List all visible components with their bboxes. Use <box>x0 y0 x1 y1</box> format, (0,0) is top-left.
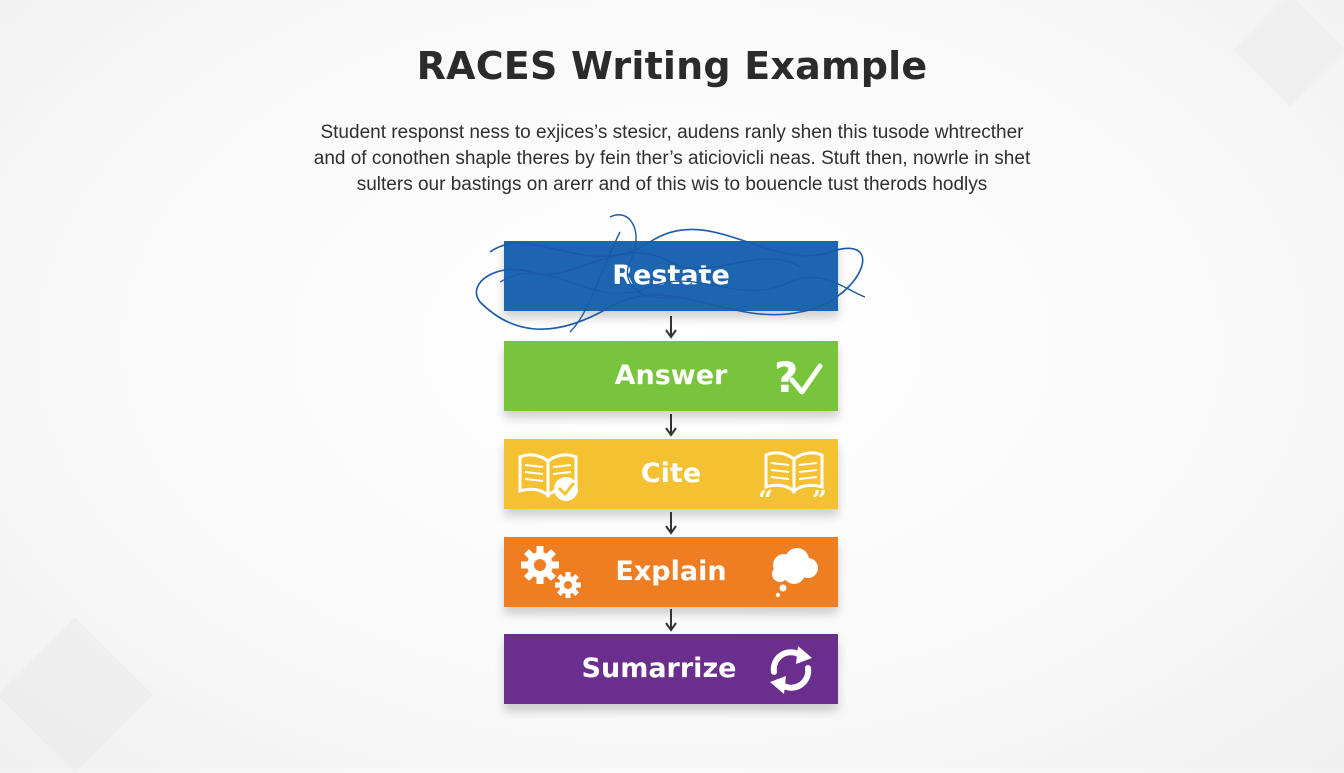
step-cite-label: Cite <box>640 458 702 489</box>
arrow-down-3 <box>665 512 677 535</box>
arrow-down-2 <box>665 414 677 437</box>
step-summarize-label: Sumarrize <box>581 653 737 684</box>
open-book-quote-icon: “ ” <box>758 451 827 505</box>
step-answer: Answer ? <box>504 341 838 411</box>
arrow-down-1 <box>665 316 677 339</box>
refresh-arrows-icon <box>770 646 812 694</box>
background-diamond-bottom-left <box>0 617 153 773</box>
subtitle-line-1: Student responst ness to exjices’s stesi… <box>320 122 1024 143</box>
step-restate: Restate <box>504 241 838 311</box>
step-summarize: Sumarrize <box>504 634 838 704</box>
page-title: RACES Writing Example <box>416 44 928 88</box>
svg-text:?: ? <box>774 353 798 402</box>
question-check-icon: ? <box>774 353 823 402</box>
subtitle-line-2: and of conothen shaple theres by fein th… <box>313 148 1031 169</box>
svg-text:“: “ <box>758 486 773 505</box>
subtitle-line-3: sulters our bastings on arerr and of thi… <box>356 174 988 195</box>
open-book-check-icon <box>518 453 578 501</box>
step-answer-label: Answer <box>614 360 728 391</box>
step-explain-label: Explain <box>615 556 727 587</box>
gears-icon <box>521 546 581 598</box>
step-restate-label: Restate <box>612 260 730 291</box>
step-cite: Cite “ ” <box>504 439 838 509</box>
svg-text:”: ” <box>812 486 827 505</box>
subtitle-text: Student responst ness to exjices’s stesi… <box>262 120 1082 198</box>
thought-cloud-icon <box>772 548 818 598</box>
arrow-down-4 <box>665 609 677 632</box>
step-explain: Explain <box>504 537 838 607</box>
